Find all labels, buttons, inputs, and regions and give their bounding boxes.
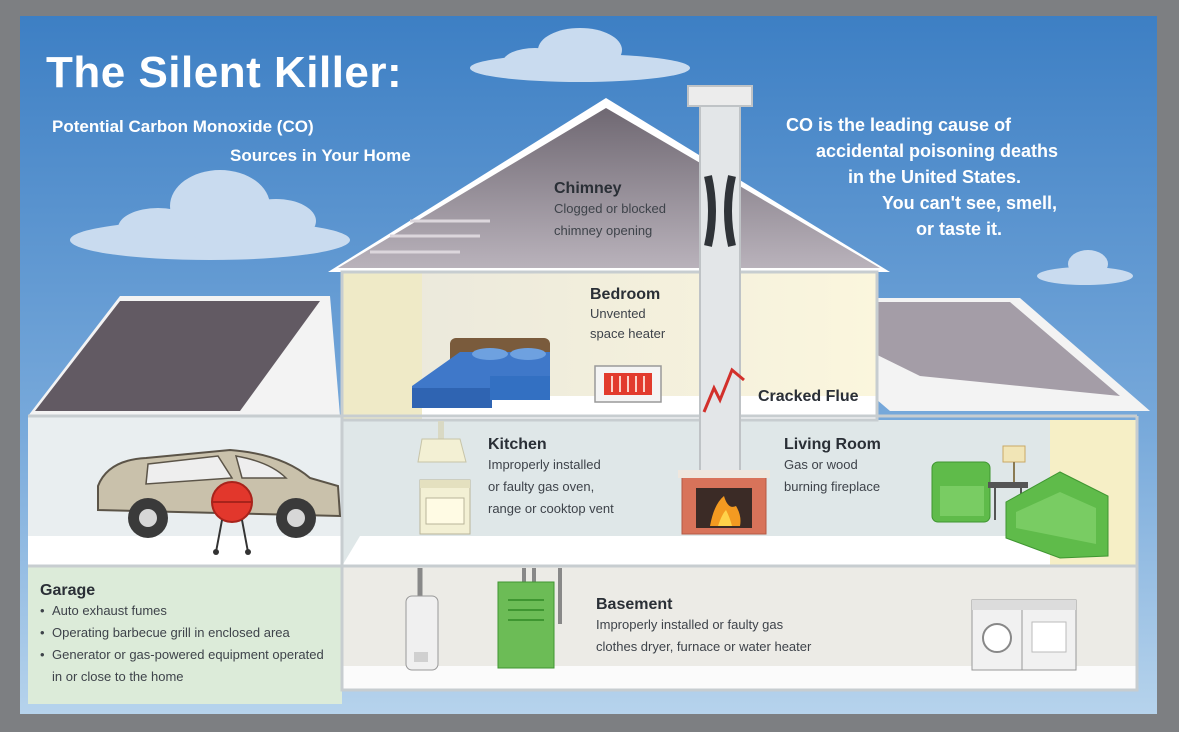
cracked-flue-label: Cracked Flue (758, 388, 859, 405)
basement-callout: Basement Improperly installed or faulty … (596, 596, 811, 658)
kitchen-desc-line: Improperly installed (488, 457, 601, 472)
side-table-lamp (988, 445, 1028, 520)
bedroom-callout: Bedroom Unvented space heater (590, 286, 665, 344)
range-hood (417, 421, 467, 463)
water-heater (405, 568, 439, 671)
fact-line: You can't see, smell, (882, 193, 1058, 213)
furnace (497, 568, 562, 669)
page-title: The Silent Killer: (46, 48, 403, 97)
chimney-desc: Clogged or blocked chimney opening (554, 198, 666, 242)
kitchen-callout: Kitchen Improperly installed or faulty g… (488, 436, 614, 520)
fireplace (678, 470, 770, 535)
basement-desc-line: Improperly installed or faulty gas (596, 617, 784, 632)
infographic: The Silent Killer: Potential Carbon Mono… (20, 16, 1157, 714)
chimney-label: Chimney (554, 180, 622, 197)
subtitle: Potential Carbon Monoxide (CO) Sources i… (52, 112, 472, 170)
cloud-top (470, 28, 690, 82)
bedroom-desc-line: Unvented (590, 306, 646, 321)
living-room-label: Living Room (784, 436, 881, 453)
basement-desc: Improperly installed or faulty gas cloth… (596, 614, 811, 658)
garage-roof (28, 296, 340, 416)
gas-range (419, 479, 471, 535)
co-fact: CO is the leading cause of accidental po… (760, 112, 1157, 242)
garage-callout: Garage Auto exhaust fumes Operating barb… (40, 582, 336, 688)
kitchen-desc: Improperly installed or faulty gas oven,… (488, 454, 614, 520)
basement-desc-line: clothes dryer, furnace or water heater (596, 639, 812, 654)
garage-item: Generator or gas-powered equipment opera… (40, 644, 336, 688)
main-roof (328, 98, 890, 272)
space-heater (594, 365, 662, 403)
green-armchair (931, 461, 991, 523)
chimney-desc-line: Clogged or blocked (554, 201, 667, 216)
crack-mark (702, 367, 745, 413)
cloud-right (1037, 250, 1133, 285)
fact-line: CO is the leading cause of (786, 115, 1012, 135)
subtitle-line-1: Potential Carbon Monoxide (CO) (52, 117, 314, 136)
chimney (687, 85, 753, 477)
bedroom-label: Bedroom (590, 286, 661, 303)
kitchen-desc-line: or faulty gas oven, (488, 479, 595, 494)
kitchen-desc-line: range or cooktop vent (488, 501, 614, 516)
garage-item: Operating barbecue grill in enclosed are… (40, 622, 336, 644)
garage-label: Garage (40, 582, 96, 599)
living-room-desc-line: burning fireplace (784, 479, 881, 494)
washer-dryer (971, 599, 1077, 671)
green-sofa (1005, 471, 1109, 559)
fact-line: accidental poisoning deaths (816, 141, 1059, 161)
kitchen-label: Kitchen (488, 436, 547, 453)
living-room-desc: Gas or wood burning fireplace (784, 454, 881, 498)
subtitle-line-2: Sources in Your Home (230, 146, 411, 165)
bedroom-desc-line: space heater (590, 326, 666, 341)
basement-label: Basement (596, 596, 673, 613)
house-illustration (20, 16, 1157, 714)
garage-list: Auto exhaust fumes Operating barbecue gr… (40, 600, 336, 688)
chimney-desc-line: chimney opening (554, 223, 653, 238)
garage-item: Auto exhaust fumes (40, 600, 336, 622)
bedroom-desc: Unvented space heater (590, 304, 665, 344)
fact-line: or taste it. (916, 219, 1003, 239)
fact-line: in the United States. (848, 167, 1022, 187)
bed-illustration (412, 338, 550, 408)
barbecue-grill (211, 481, 253, 555)
chimney-callout: Chimney Clogged or blocked chimney openi… (554, 180, 666, 242)
car-illustration (97, 448, 342, 538)
living-room-desc-line: Gas or wood (784, 457, 858, 472)
cloud-left (70, 170, 350, 260)
living-room-callout: Living Room Gas or wood burning fireplac… (784, 436, 881, 498)
